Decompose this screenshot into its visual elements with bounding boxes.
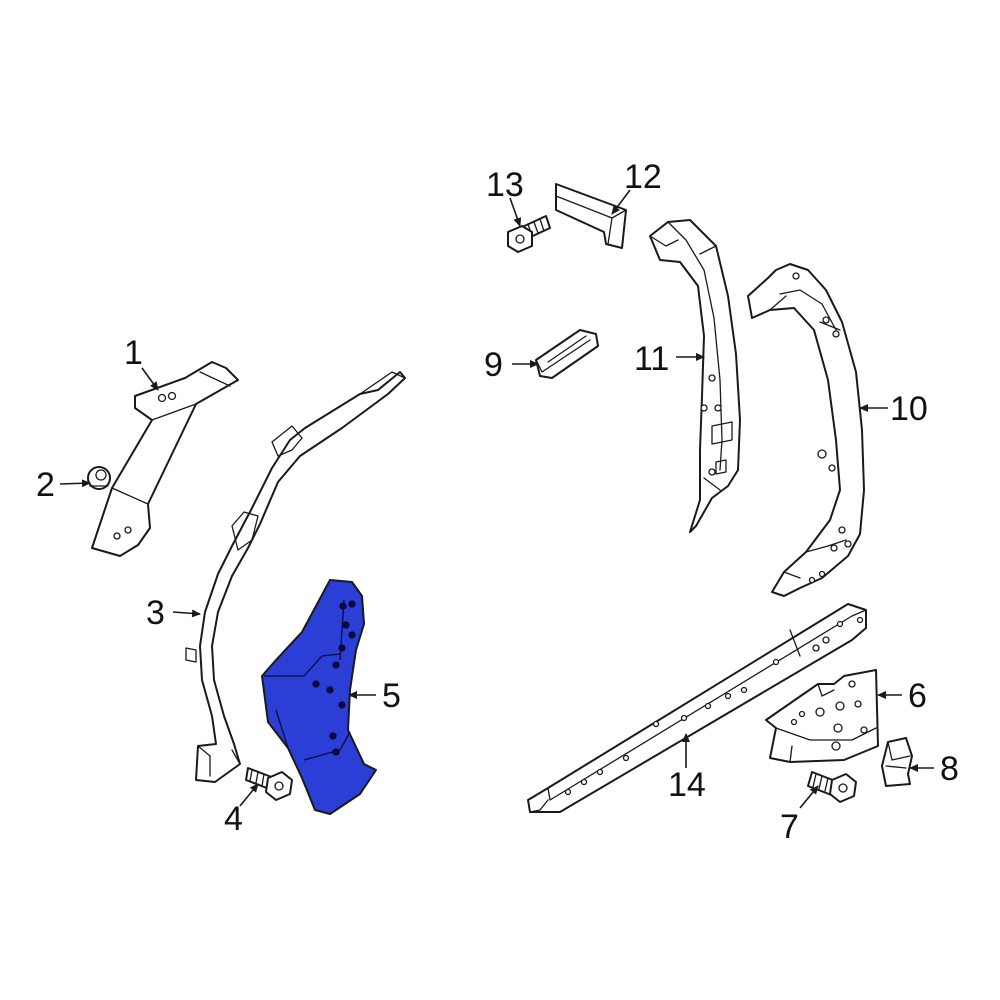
part-9-small-bracket[interactable]	[535, 329, 599, 379]
callout-8: 8	[940, 750, 959, 788]
leader-lines	[59, 189, 934, 809]
part-8-clip-bracket[interactable]	[881, 737, 913, 787]
callout-13: 13	[486, 166, 524, 204]
leader-3	[172, 609, 201, 618]
leader-4	[239, 783, 259, 807]
callout-9: 9	[484, 346, 503, 384]
leader-2	[59, 479, 91, 488]
part-2-clip-nut[interactable]	[87, 466, 111, 490]
leader-7	[799, 785, 819, 809]
callout-7: 7	[780, 808, 799, 846]
leader-12	[611, 189, 631, 215]
callout-2: 2	[36, 466, 55, 504]
callout-12: 12	[624, 158, 662, 196]
part-3-pillar-reinforcement[interactable]	[185, 371, 406, 783]
part-6-gusset-plate[interactable]	[765, 669, 879, 763]
part-11-pillar-inner[interactable]	[649, 219, 741, 533]
leader-1	[141, 367, 159, 391]
part-4-bolt[interactable]	[245, 767, 293, 801]
leader-13	[509, 197, 522, 227]
callout-1: 1	[124, 334, 143, 372]
callout-3: 3	[146, 594, 165, 632]
callout-11: 11	[634, 340, 669, 378]
callout-4: 4	[224, 800, 243, 838]
part-14-sill-rail[interactable]	[527, 603, 867, 813]
part-1-bracket[interactable]	[91, 361, 239, 557]
part-7-bolt[interactable]	[807, 771, 857, 803]
callout-10: 10	[890, 390, 928, 428]
part-12-angle-bracket[interactable]	[555, 183, 627, 249]
part-5-hinge-pillar[interactable]	[261, 579, 377, 815]
part-10-wheelhouse-arch[interactable]	[747, 263, 865, 597]
callout-5: 5	[382, 677, 401, 715]
callout-6: 6	[908, 677, 927, 715]
callout-labels: 1 2 3 4 5 6 7 8 9 10 11 12 13 14	[36, 158, 959, 846]
part-13-bolt[interactable]	[507, 215, 551, 253]
callout-14: 14	[668, 766, 706, 804]
